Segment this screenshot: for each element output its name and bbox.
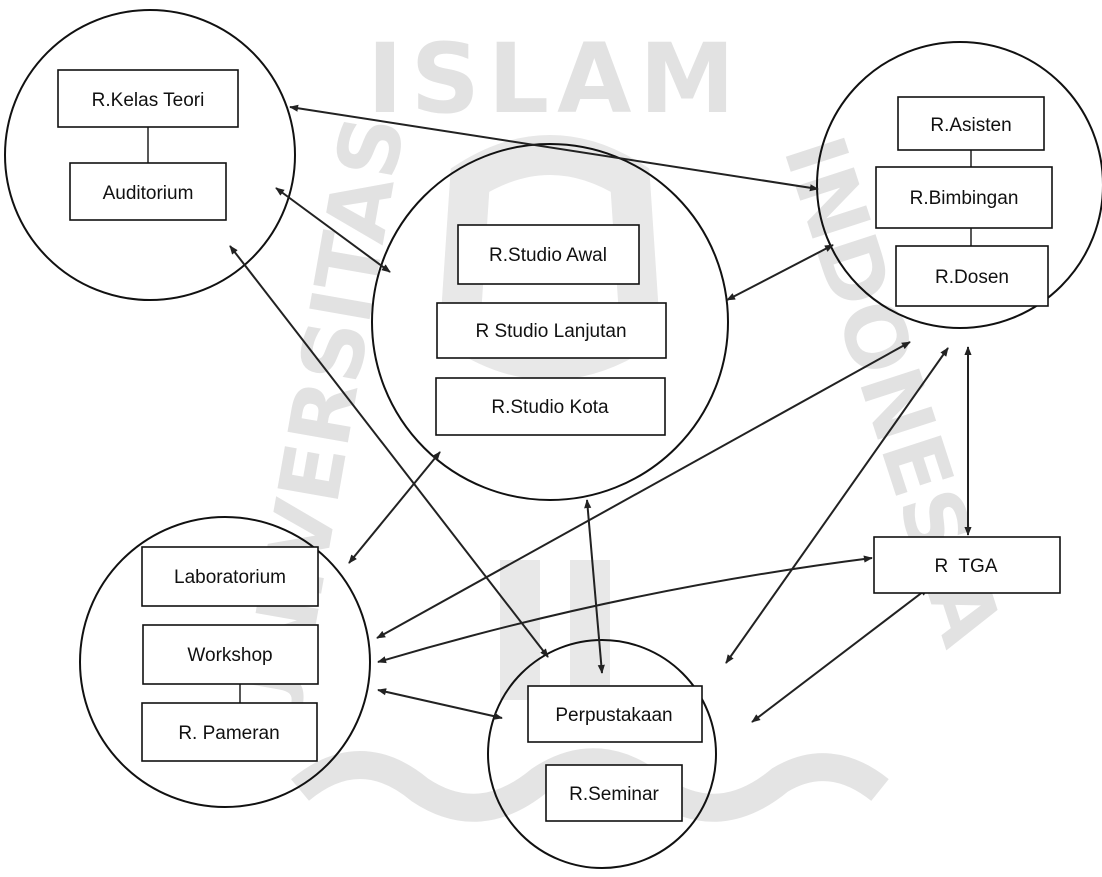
room-dosen-label: R.Dosen	[935, 267, 1009, 288]
room-perpustakaan-label: Perpustakaan	[555, 705, 672, 726]
room-kelas-teori-label: R.Kelas Teori	[92, 90, 205, 111]
room-studio-awal-label: R.Studio Awal	[489, 245, 607, 266]
room-perpustakaan: Perpustakaan	[527, 685, 703, 743]
room-bimbingan: R.Bimbingan	[875, 166, 1053, 229]
room-pameran-label: R. Pameran	[178, 723, 279, 744]
connector-kelas-asisten	[289, 104, 819, 192]
zone-lab-circle	[79, 516, 371, 808]
connector-lab-tga	[377, 555, 873, 664]
room-bimbingan-label: R.Bimbingan	[910, 188, 1019, 209]
room-tga: R TGA	[873, 536, 1061, 594]
room-workshop: Workshop	[142, 624, 319, 685]
room-auditorium-label: Auditorium	[103, 183, 194, 204]
room-seminar: R.Seminar	[545, 764, 683, 822]
room-studio-lanjutan-label: R Studio Lanjutan	[475, 321, 626, 342]
room-seminar-label: R.Seminar	[569, 784, 659, 805]
room-studio-kota: R.Studio Kota	[435, 377, 666, 436]
room-kelas-teori: R.Kelas Teori	[57, 69, 239, 128]
room-studio-kota-label: R.Studio Kota	[491, 397, 609, 418]
connector-lab-perpustakaan	[377, 688, 503, 720]
room-studio-lanjutan: R Studio Lanjutan	[436, 302, 667, 359]
room-pameran: R. Pameran	[141, 702, 318, 762]
room-laboratorium: Laboratorium	[141, 546, 319, 607]
watermark-top-text: ISLAM	[367, 23, 743, 135]
room-asisten: R.Asisten	[897, 96, 1045, 151]
room-workshop-label: Workshop	[187, 645, 272, 666]
room-auditorium: Auditorium	[69, 162, 227, 221]
watermark-calligraphy	[291, 748, 889, 822]
zone-teaching-circle	[4, 9, 296, 301]
room-asisten-label: R.Asisten	[930, 115, 1011, 136]
room-dosen: R.Dosen	[895, 245, 1049, 307]
connector-studio-asisten	[726, 244, 834, 301]
connector-perpustakaan-tga	[751, 587, 929, 723]
room-studio-awal: R.Studio Awal	[457, 224, 640, 285]
room-tga-label: R TGA	[935, 556, 998, 577]
connections	[229, 104, 972, 723]
room-laboratorium-label: Laboratorium	[174, 567, 286, 588]
